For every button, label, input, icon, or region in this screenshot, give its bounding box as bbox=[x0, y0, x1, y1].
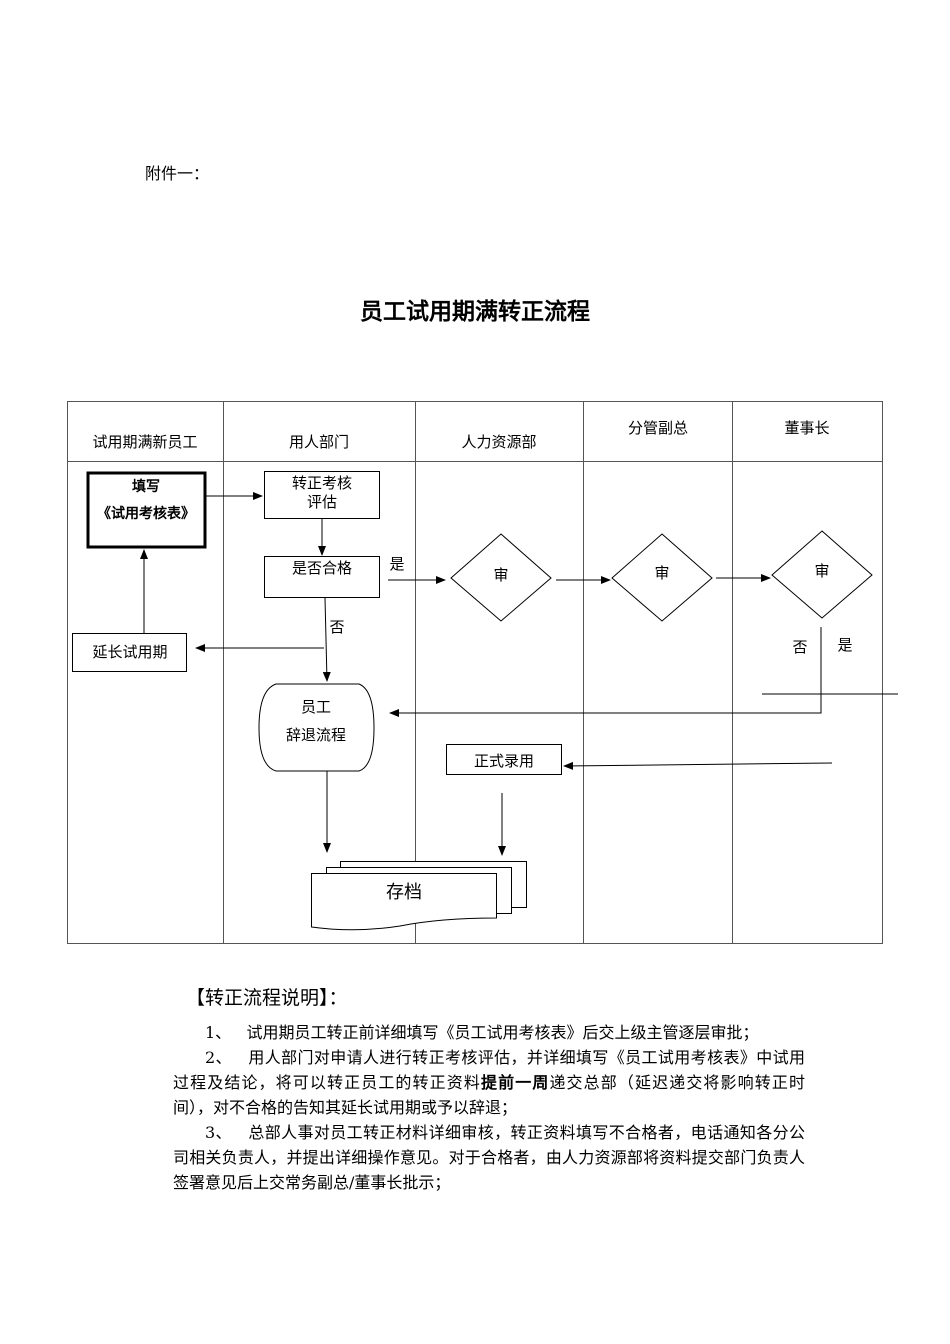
node-extend-label: 延长试用期 bbox=[92, 643, 167, 661]
node-review-chairman: 审 bbox=[771, 530, 873, 619]
note-item-3: 3、 总部人事对员工转正材料详细审核，转正资料填写不合格者，电话通知各分公司相关… bbox=[173, 1120, 805, 1195]
note-item-1: 1、 试用期员工转正前详细填写《员工试用考核表》后交上级主管逐层审批； bbox=[173, 1020, 805, 1045]
lane-header-vp: 分管副总 bbox=[628, 419, 688, 437]
node-dismiss: 员工 辞退流程 bbox=[258, 683, 375, 772]
lane-header-hr: 人力资源部 bbox=[461, 433, 536, 451]
attachment-label: 附件一： bbox=[145, 164, 210, 183]
node-review-hr-label: 审 bbox=[493, 566, 508, 584]
flowchart: 试用期满新员工 用人部门 人力资源部 分管副总 董事长 填写 《试用考核表》 转… bbox=[67, 401, 898, 944]
notes: 1、 试用期员工转正前详细填写《员工试用考核表》后交上级主管逐层审批； 2、 用… bbox=[173, 1020, 805, 1195]
page-title: 员工试用期满转正流程 bbox=[360, 299, 590, 325]
label-chairman-no: 否 bbox=[792, 638, 807, 656]
node-assess-line1: 转正考核 bbox=[292, 474, 352, 492]
lane-header-chairman: 董事长 bbox=[784, 419, 829, 437]
node-dismiss-line1: 员工 bbox=[301, 698, 331, 716]
node-fill-form-line2: 《试用考核表》 bbox=[97, 505, 195, 522]
node-assess-line2: 评估 bbox=[307, 493, 337, 511]
node-review-chairman-label: 审 bbox=[814, 562, 829, 580]
arrow-qualified-to-dismiss bbox=[322, 597, 331, 682]
label-no-to-dismiss: 否 bbox=[329, 618, 344, 636]
note-number: 3、 bbox=[205, 1123, 232, 1142]
node-hire-label: 正式录用 bbox=[474, 752, 534, 770]
node-dismiss-line2: 辞退流程 bbox=[286, 726, 346, 744]
note-number: 2、 bbox=[205, 1048, 232, 1067]
node-qualified: 是否合格 bbox=[264, 556, 380, 598]
node-archive-label: 存档 bbox=[386, 882, 422, 903]
note-text: 用人部门对申请人进行转正考核评估，并详细填写《员工试用考核表》中试用过程及结论，… bbox=[173, 1048, 805, 1092]
node-review-vp: 审 bbox=[611, 533, 713, 622]
label-chairman-yes: 是 bbox=[837, 636, 852, 654]
lane-header-dept: 用人部门 bbox=[289, 433, 349, 451]
note-text: 总部人事对员工转正材料详细审核，转正资料填写不合格者，电话通知各分公司相关负责人… bbox=[173, 1123, 805, 1192]
node-hire: 正式录用 bbox=[446, 744, 562, 775]
label-yes-to-hr: 是 bbox=[389, 555, 404, 573]
arrow-chairman-yes-to-hire bbox=[563, 761, 833, 770]
note-item-2: 2、 用人部门对申请人进行转正考核评估，并详细填写《员工试用考核表》中试用过程及… bbox=[173, 1045, 805, 1120]
node-fill-form: 填写 《试用考核表》 bbox=[86, 471, 207, 549]
note-number: 1、 bbox=[205, 1023, 232, 1042]
node-qualified-label: 是否合格 bbox=[292, 559, 352, 577]
note-emphasis: 提前一周 bbox=[480, 1073, 550, 1092]
node-review-hr: 审 bbox=[450, 533, 552, 622]
note-text: 递交总部（延迟递交将影响转正时间），对不合格的告知其延长试用期或予以辞退； bbox=[173, 1073, 805, 1117]
node-review-vp-label: 审 bbox=[654, 564, 669, 582]
connectors bbox=[140, 492, 898, 856]
swimlane-grid bbox=[67, 401, 883, 944]
node-fill-form-line1: 填写 bbox=[132, 478, 160, 495]
note-text: 试用期员工转正前详细填写《员工试用考核表》后交上级主管逐层审批； bbox=[246, 1023, 759, 1042]
arrow-chairman-no-to-dismiss bbox=[389, 627, 822, 717]
lane-header-new-employee: 试用期满新员工 bbox=[92, 433, 197, 451]
node-extend: 延长试用期 bbox=[72, 633, 187, 672]
node-assess: 转正考核 评估 bbox=[264, 471, 380, 519]
notes-heading: 【转正流程说明】： bbox=[186, 987, 348, 1009]
node-archive: 存档 bbox=[311, 861, 527, 931]
